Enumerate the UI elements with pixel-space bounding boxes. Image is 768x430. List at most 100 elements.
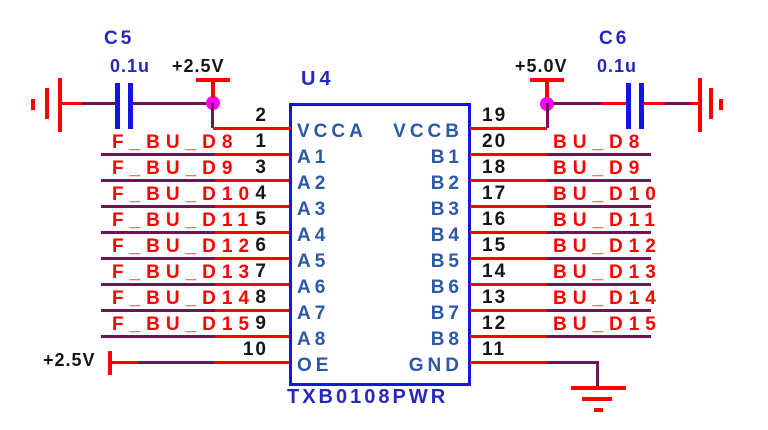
power-symbol-bar <box>196 78 230 82</box>
ground-symbol-bar <box>571 386 626 390</box>
pin-name-right: VCCB <box>393 121 463 142</box>
power-symbol-stem <box>211 80 215 98</box>
capacitor-c5-plate <box>128 83 133 129</box>
ground-symbol-bar <box>719 99 723 110</box>
wire-segment <box>547 309 651 312</box>
pin-number-right: 15 <box>482 235 508 256</box>
pin-stub <box>214 361 289 364</box>
pin-name-right: B3 <box>430 199 463 220</box>
wire-segment <box>665 102 691 105</box>
pin-name-left: A4 <box>297 225 330 246</box>
net-label-left: F_BU_D8 <box>112 132 239 153</box>
wire-segment <box>101 309 215 312</box>
pin-number-left: 1 <box>255 131 268 152</box>
pin-name-left: A2 <box>297 173 330 194</box>
wire-segment <box>101 153 215 156</box>
pin-stub <box>470 179 547 182</box>
pin-number-left: 7 <box>255 261 268 282</box>
net-label-right: BU_D9 <box>553 158 646 179</box>
power-label-5v0: +5.0V <box>515 56 568 76</box>
net-label-right: BU_D8 <box>553 132 646 153</box>
pin-number-left: 2 <box>255 105 268 126</box>
wire-segment <box>101 179 215 182</box>
pin-stub <box>215 309 289 312</box>
net-label-left: F_BU_D14 <box>112 288 256 309</box>
pin-name-right: B7 <box>430 303 463 324</box>
wire-segment <box>547 361 598 364</box>
wire-segment <box>601 102 627 105</box>
pin-name-row: A2 B2 <box>297 173 463 195</box>
pin-name-row: VCCA VCCB <box>297 121 463 143</box>
net-label-right: BU_D11 <box>553 210 661 231</box>
pin-number-left: 3 <box>255 157 268 178</box>
pin-stub <box>470 231 547 234</box>
pin-name-right: GND <box>408 355 463 376</box>
pin-name-right: B4 <box>430 225 463 246</box>
pin-stub <box>215 283 289 286</box>
wire-segment <box>101 205 215 208</box>
pin-number-left: 9 <box>255 313 268 334</box>
pin-stub <box>215 179 289 182</box>
pin-name-left: VCCA <box>297 121 367 142</box>
ground-symbol-bar <box>58 78 62 132</box>
pin-number-left: 10 <box>242 339 268 360</box>
capacitor-c6-plate <box>626 83 631 129</box>
pin-stub <box>470 309 547 312</box>
pin-stub <box>470 205 547 208</box>
pin-number-left: 5 <box>255 209 268 230</box>
pin-name-row: A1 B1 <box>297 147 463 169</box>
ground-symbol-bar <box>698 78 702 132</box>
capacitor-c6-plate <box>639 83 644 129</box>
wire-segment <box>110 361 138 364</box>
capacitor-c5-plate <box>115 83 120 129</box>
net-label-left: F_BU_D11 <box>112 210 254 231</box>
pin-name-left: A7 <box>297 303 330 324</box>
pin-name-left: A8 <box>297 329 330 350</box>
pin-number-right: 19 <box>482 105 508 126</box>
pin-name-row: OE GND <box>297 355 463 377</box>
wire-segment <box>553 102 601 105</box>
wire-segment <box>691 102 699 105</box>
wire-segment <box>101 283 215 286</box>
ground-symbol-bar <box>709 88 713 119</box>
ground-symbol-bar <box>582 397 612 401</box>
pin-stub <box>215 257 289 260</box>
wire-segment <box>547 179 651 182</box>
pin-stub <box>470 127 547 130</box>
pin-number-left: 4 <box>255 183 268 204</box>
pin-number-right: 16 <box>482 209 508 230</box>
pin-name-right: B5 <box>430 251 463 272</box>
net-label-right: BU_D13 <box>553 262 662 283</box>
wire-segment <box>547 153 651 156</box>
pin-number-right: 11 <box>482 339 507 360</box>
net-label-right: BU_D14 <box>553 288 662 309</box>
pin-name-left: A1 <box>297 147 330 168</box>
power-label-2v5-bottom: +2.5V <box>43 350 96 370</box>
pin-stub <box>470 153 547 156</box>
wire-segment <box>101 257 215 260</box>
pin-name-right: B2 <box>430 173 463 194</box>
wire-segment <box>547 231 651 234</box>
pin-number-left: 8 <box>255 287 268 308</box>
pin-number-left: 6 <box>255 235 268 256</box>
net-label-left: F_BU_D12 <box>112 236 256 257</box>
pin-stub <box>470 283 547 286</box>
pin-name-left: A5 <box>297 251 330 272</box>
pin-number-right: 12 <box>482 313 508 334</box>
ic-body-u4 <box>289 103 471 386</box>
pin-name-row: A7 B7 <box>297 303 463 325</box>
pin-name-left: OE <box>297 355 333 376</box>
ic-refdes: U4 <box>301 68 335 90</box>
ground-symbol-bar <box>45 88 49 119</box>
wire-segment <box>547 335 651 338</box>
net-label-left: F_BU_D10 <box>112 184 256 205</box>
pin-name-left: A6 <box>297 277 330 298</box>
pin-number-right: 17 <box>482 183 508 204</box>
wire-segment <box>547 205 651 208</box>
pin-name-row: A5 B5 <box>297 251 463 273</box>
pin-name-right: B1 <box>430 147 463 168</box>
net-label-right: BU_D10 <box>553 184 662 205</box>
pin-name-right: B6 <box>430 277 463 298</box>
wire-segment <box>546 103 549 128</box>
